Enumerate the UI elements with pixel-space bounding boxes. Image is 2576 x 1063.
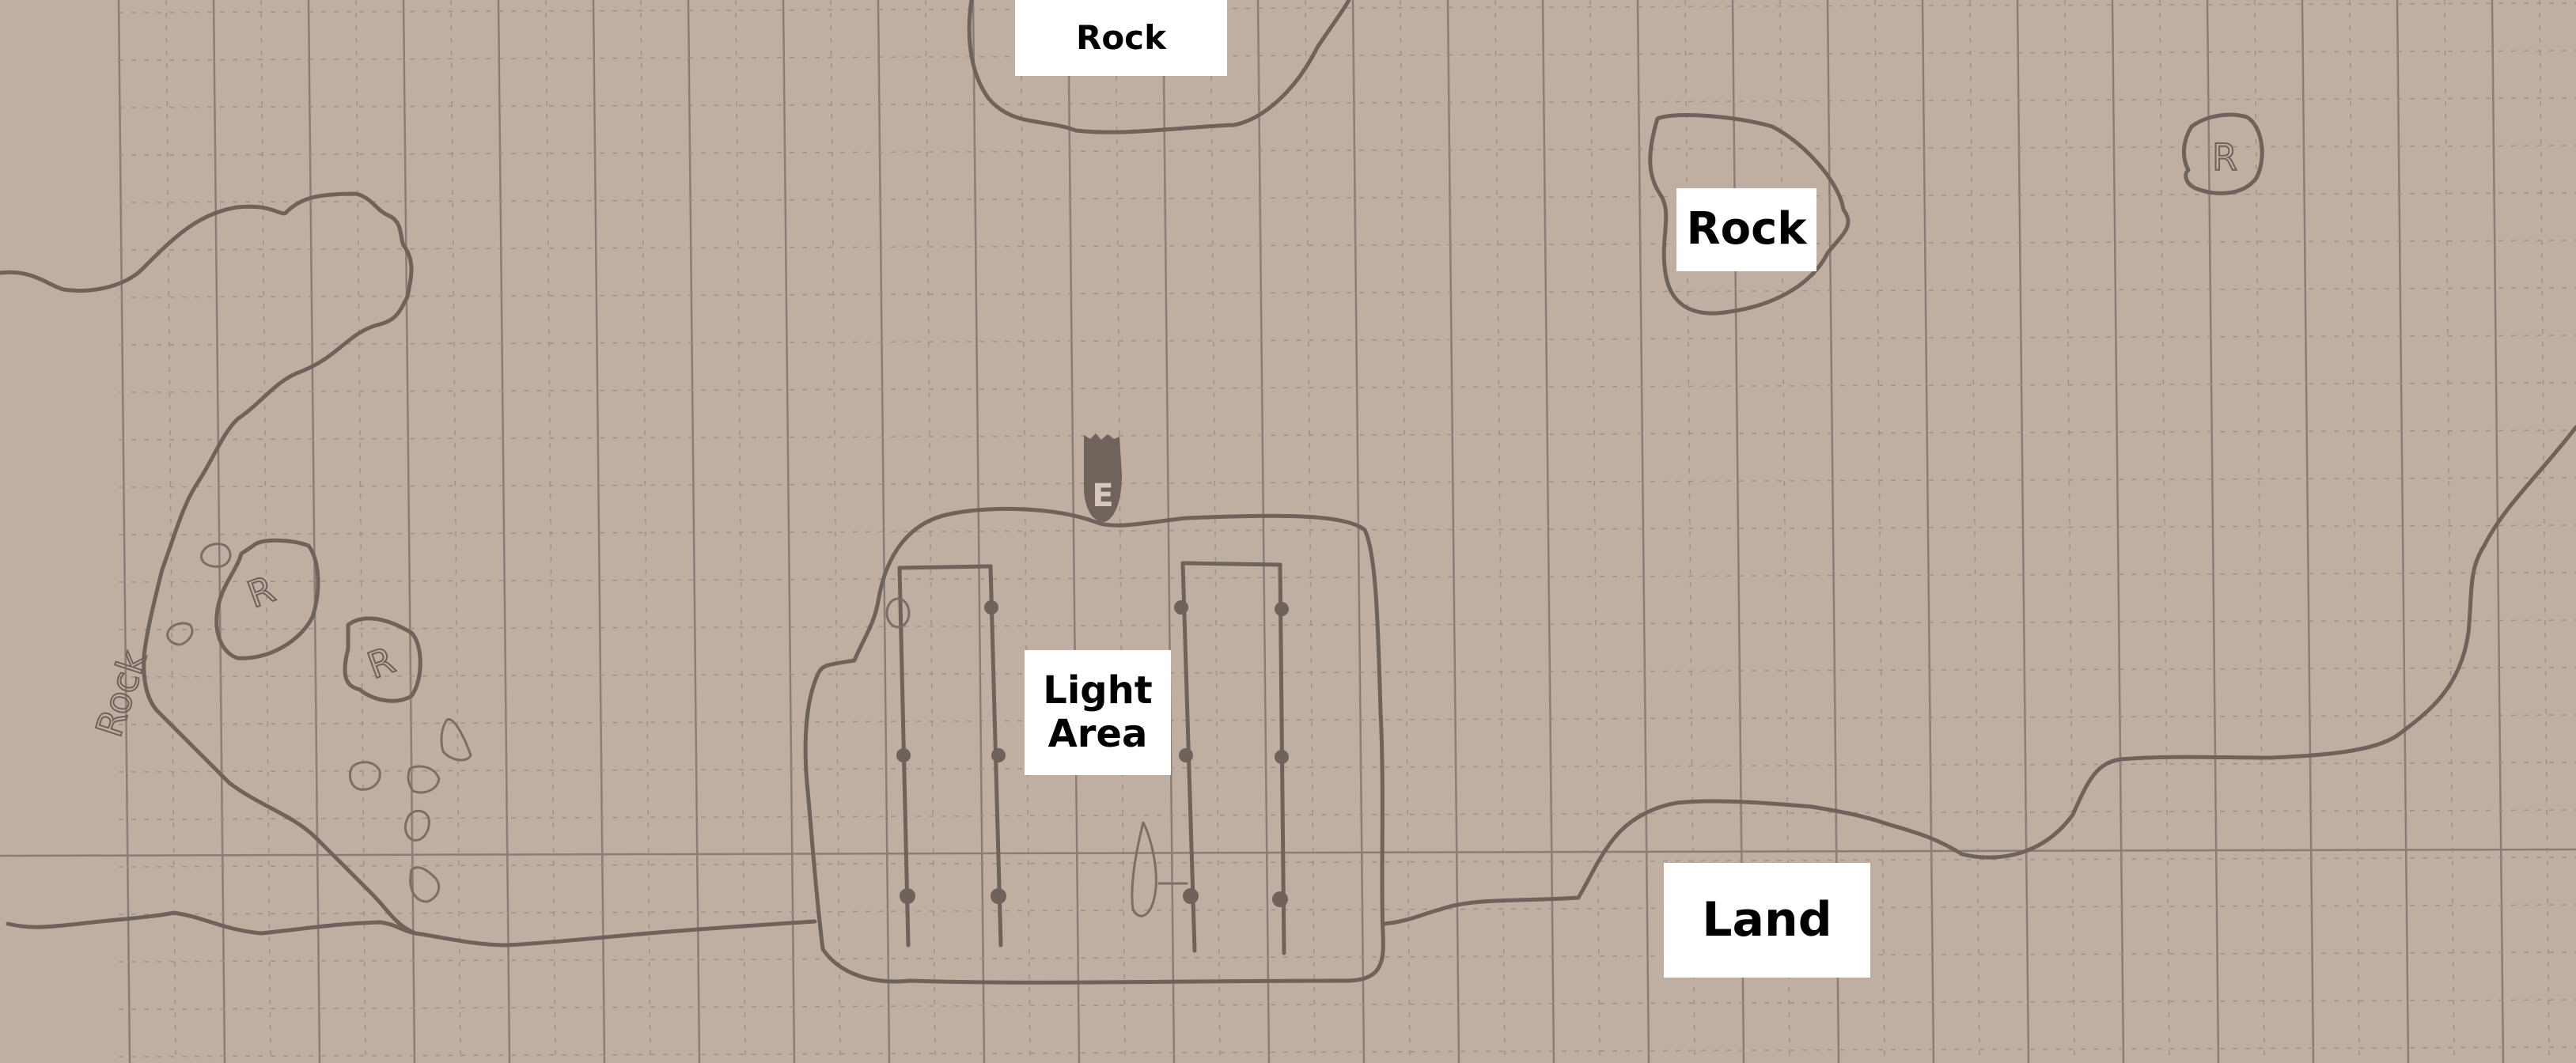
ground-line-right [1382, 425, 2576, 926]
light-area-structure [803, 506, 1385, 985]
torch-icon [1131, 821, 1157, 917]
label-land: Land [1664, 863, 1870, 978]
entrance-marker: E [1084, 433, 1122, 522]
label-rock-top-text: Rock [1075, 17, 1167, 57]
label-light-area: Light Area [1025, 650, 1171, 775]
label-rock-top: Rock [1015, 0, 1227, 76]
rock-cliff-left-outline [0, 191, 418, 936]
small-rock-far-right: R [2182, 112, 2264, 195]
label-light-text: Light [1043, 668, 1153, 713]
label-rock-right: Rock [1676, 188, 1816, 271]
rock-r-label-2: R [362, 638, 400, 687]
rock-cluster-left: R R [166, 538, 472, 903]
rock-right-outline [1648, 112, 1851, 316]
ground-line-left [6, 910, 817, 948]
rock-handwritten-text: Rock [87, 645, 154, 742]
rock-r-label-1: R [242, 567, 281, 616]
label-area-text: Area [1047, 712, 1148, 756]
corridor-posts [896, 600, 1289, 907]
label-land-text: Land [1702, 892, 1832, 948]
rock-top-outline [967, 0, 1351, 134]
label-rock-right-text: Rock [1686, 203, 1807, 255]
entrance-letter: E [1092, 478, 1113, 514]
small-rock-label: R [2212, 136, 2237, 179]
